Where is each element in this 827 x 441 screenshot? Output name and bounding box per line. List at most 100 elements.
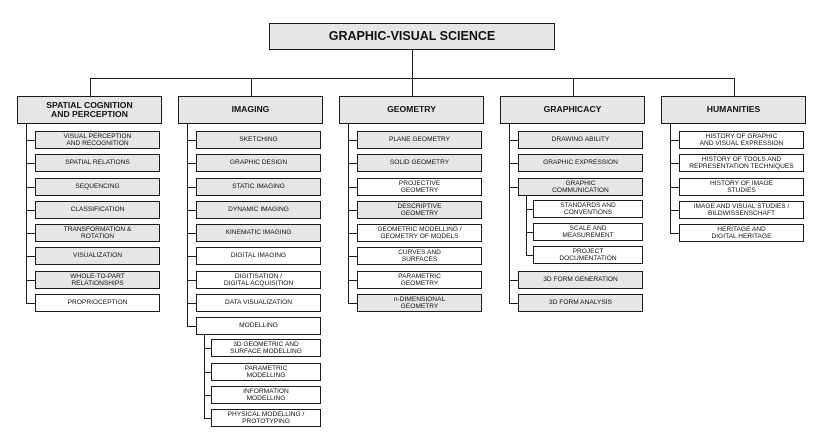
connector-line <box>26 210 36 211</box>
connector-line <box>187 210 197 211</box>
connector-line <box>187 326 197 327</box>
connector-line <box>348 140 358 141</box>
connector-line <box>509 124 510 304</box>
root-node: GRAPHIC-VISUAL SCIENCE <box>269 23 555 50</box>
category-header-humanities: HUMANITIES <box>661 96 806 124</box>
connector-line <box>509 187 519 188</box>
topic-node-transformation-rotation: TRANSFORMATION &ROTATION <box>35 224 160 242</box>
connector-line <box>670 233 680 234</box>
connector-line <box>204 418 212 419</box>
connector-line <box>204 348 212 349</box>
connector-line <box>90 78 91 97</box>
topic-node-spatial-relations: SPATIAL RELATIONS <box>35 154 160 172</box>
connector-line <box>734 78 735 97</box>
connector-line <box>187 280 197 281</box>
connector-line <box>348 233 358 234</box>
connector-line <box>670 140 680 141</box>
connector-line <box>509 303 519 304</box>
connector-line <box>26 163 36 164</box>
connector-line <box>187 187 197 188</box>
connector-line <box>26 233 36 234</box>
connector-line <box>26 140 36 141</box>
connector-line <box>251 78 252 97</box>
connector-line <box>526 255 534 256</box>
connector-line <box>204 372 212 373</box>
topic-node-data-visualization: DATA VISUALIZATION <box>196 294 321 312</box>
topic-node-kinematic-imaging: KINEMATIC IMAGING <box>196 224 321 242</box>
connector-line <box>348 210 358 211</box>
topic-node-plane-geometry: PLANE GEOMETRY <box>357 131 482 149</box>
connector-line <box>412 50 413 79</box>
topic-node-modelling: MODELLING <box>196 317 321 335</box>
connector-line <box>26 187 36 188</box>
connector-line <box>670 210 680 211</box>
connector-line <box>26 303 36 304</box>
connector-line <box>348 124 349 304</box>
topic-node-static-imaging: STATIC IMAGING <box>196 178 321 196</box>
connector-line <box>187 140 197 141</box>
topic-node-solid-geometry: SOLID GEOMETRY <box>357 154 482 172</box>
connector-line <box>348 256 358 257</box>
topic-node-visualization: VISUALIZATION <box>35 247 160 265</box>
connector-line <box>670 124 671 234</box>
topic-node-classification: CLASSIFICATION <box>35 201 160 219</box>
connector-line <box>26 280 36 281</box>
connector-line <box>526 209 534 210</box>
topic-node-graphic-design: GRAPHIC DESIGN <box>196 154 321 172</box>
connector-line <box>348 280 358 281</box>
connector-line <box>509 163 519 164</box>
topic-node-graphic-expression: GRAPHIC EXPRESSION <box>518 154 643 172</box>
category-header-graphicacy: GRAPHICACY <box>500 96 645 124</box>
topic-node-3d-form-generation: 3D FORM GENERATION <box>518 271 643 289</box>
connector-line <box>348 163 358 164</box>
connector-line <box>26 124 27 304</box>
connector-line <box>187 233 197 234</box>
connector-line <box>26 256 36 257</box>
topic-node-digital-imaging: DIGITAL IMAGING <box>196 247 321 265</box>
connector-line <box>412 78 413 97</box>
connector-line <box>526 232 534 233</box>
category-header-imaging: IMAGING <box>178 96 323 124</box>
topic-node-digitisation-digital-acquisition: DIGITISATION /DIGITAL ACQUISITION <box>196 271 321 289</box>
topic-node-drawing-ability: DRAWING ABILITY <box>518 131 643 149</box>
topic-node-sequencing: SEQUENCING <box>35 178 160 196</box>
connector-line <box>204 335 205 419</box>
topic-node-3d-form-analysis: 3D FORM ANALYSIS <box>518 294 643 312</box>
topic-node-image-and-visual-studies-bildwissenschaft: IMAGE AND VISUAL STUDIES /BILDWISSENSCHA… <box>679 201 804 219</box>
connector-line <box>573 78 574 97</box>
connector-line <box>526 196 527 256</box>
connector-line <box>187 303 197 304</box>
connector-line <box>187 256 197 257</box>
subtopic-node-physical-modelling-prototyping: PHYSICAL MODELLING /PROTOTYPING <box>211 409 321 427</box>
connector-line <box>187 163 197 164</box>
connector-line <box>509 280 519 281</box>
connector-line <box>509 140 519 141</box>
connector-line <box>348 303 358 304</box>
topic-node-geometric-modelling-geometry-of-models: GEOMETRIC MODELLING /GEOMETRY OF MODELS <box>357 224 482 242</box>
connector-line <box>670 187 680 188</box>
connector-line <box>348 187 358 188</box>
topic-node-proprioception: PROPRIOCEPTION <box>35 294 160 312</box>
category-header-geometry: GEOMETRY <box>339 96 484 124</box>
connector-line <box>670 163 680 164</box>
